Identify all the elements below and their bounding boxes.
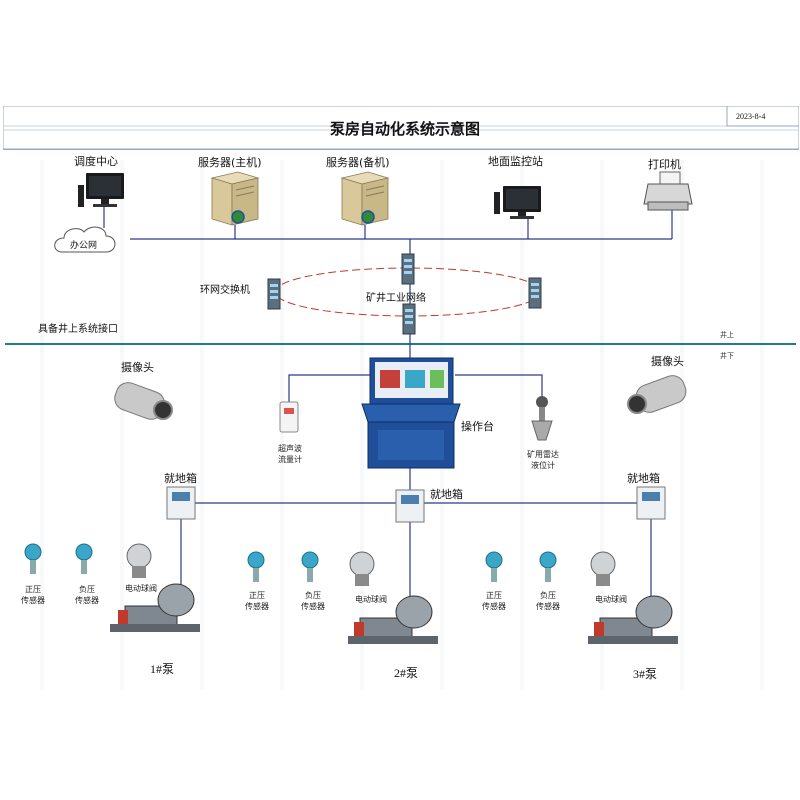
valve-label: 电动球阀 [125,584,157,593]
printer-label: 打印机 [648,158,681,171]
mine-network-label: 矿井工业网络 [366,293,426,304]
pump-icon [588,595,678,644]
server-icon [210,171,260,226]
local-box-left-label: 就地箱 [164,472,197,485]
pressure-sensor-icon [24,543,42,574]
local-box-icon [395,489,425,523]
printer-icon [643,171,693,211]
pos-sensor-label: 正压 传感器 [482,591,506,611]
server-icon [340,171,390,226]
neg-sensor-label: 负压 传感器 [536,591,560,611]
console-label: 操作台 [461,420,494,433]
camera-icon [627,375,687,414]
interface-label: 具备井上系统接口 [38,324,118,335]
pos-sensor-label: 正压 传感器 [21,585,45,605]
switch-icon [401,253,415,285]
valve-icon [126,543,152,578]
camera-right-label: 摄像头 [651,355,684,368]
flowmeter-icon [279,401,299,433]
level-meter-label: 矿用雷达 液位计 [527,450,559,470]
switch-icon [402,303,416,335]
pressure-sensor-icon [75,543,93,574]
flowmeter-label: 超声波 流量计 [278,444,302,464]
valve-label: 电动球阀 [355,595,387,604]
pump-icon [348,595,438,644]
title-bar [3,106,799,150]
local-box-center-label: 就地箱 [430,488,463,501]
office-network-label: 办公网 [70,241,98,251]
pos-sensor-label: 正压 传感器 [245,591,269,611]
page-title: 泵房自动化系统示意图 [330,120,481,138]
ring-switch-label: 环网交换机 [200,285,250,296]
local-box-icon [166,486,196,520]
valve-label: 电动球阀 [595,595,627,604]
level-meter-icon [531,396,553,441]
below-ground-label: 井下 [720,352,734,360]
cloud-icon [54,226,116,253]
pump-2-label: 2#泵 [394,666,419,680]
dispatch-center-label: 调度中心 [74,155,118,168]
pressure-sensor-icon [539,551,557,582]
pump-1-label: 1#泵 [150,662,175,676]
pressure-sensor-icon [485,551,503,582]
pump-icon [110,583,200,632]
ground-monitor-label: 地面监控站 [488,155,543,168]
computer-icon [78,173,124,207]
pump-3-label: 3#泵 [633,667,658,681]
neg-sensor-label: 负压 传感器 [301,591,325,611]
local-box-icon [636,486,666,520]
switch-icon [528,277,542,309]
above-ground-label: 井上 [720,331,734,339]
diagram-date: 2023-8-4 [736,112,766,121]
computer-icon [494,186,541,219]
server-backup-label: 服务器(备机) [326,156,390,169]
valve-icon [349,551,375,586]
neg-sensor-label: 负压 传感器 [75,585,99,605]
camera-icon [114,382,173,420]
local-box-right-label: 就地箱 [627,472,660,485]
camera-left-label: 摄像头 [121,361,154,374]
valve-icon [590,551,616,586]
pressure-sensor-icon [247,551,265,582]
switch-icon [267,278,281,310]
server-main-label: 服务器(主机) [198,156,262,169]
console-icon [361,357,461,469]
pressure-sensor-icon [301,551,319,582]
